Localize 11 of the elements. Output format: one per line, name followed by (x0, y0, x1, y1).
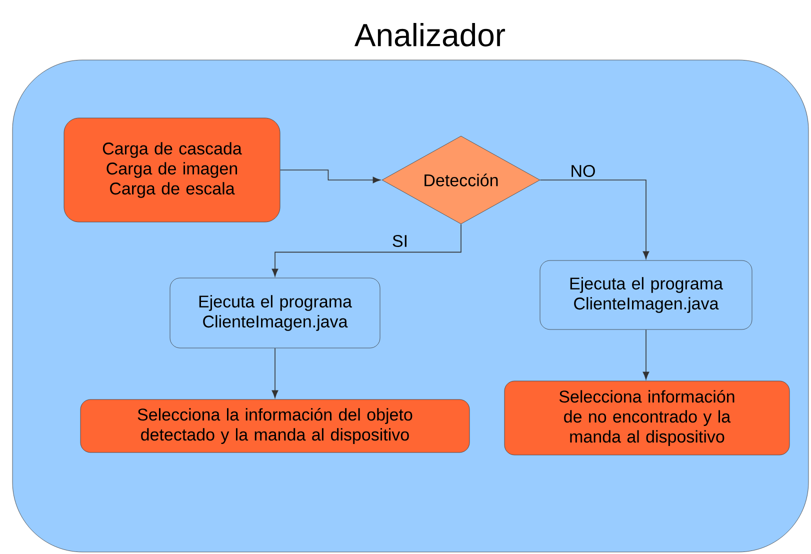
arrow (540, 180, 650, 260)
arrow (272, 224, 462, 277)
arrow (272, 348, 278, 398)
action-box: Selecciona información de no encontrado y la manda al dispositivo (504, 380, 790, 456)
arrow (280, 170, 381, 184)
process-box: Ejecuta el programa ClienteImagen.java (540, 260, 752, 330)
process-box: Ejecuta el programa ClienteImagen.java (170, 278, 380, 348)
action-box: Selecciona la información del objeto detectado y la manda al dispositivo (80, 399, 470, 453)
arrow (642, 329, 650, 380)
node-label: Analizador (354, 22, 506, 46)
action-box: Carga de cascada Carga de imagen Carga de escala (64, 118, 280, 222)
